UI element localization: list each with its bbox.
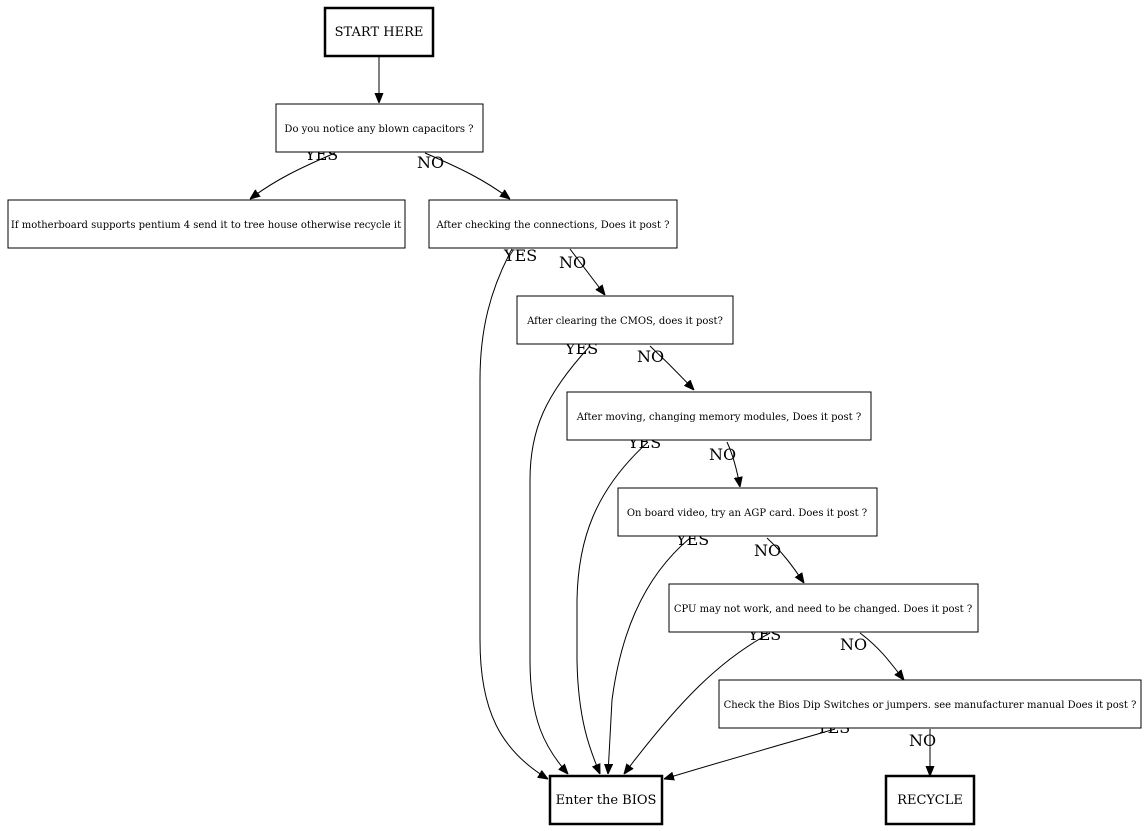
edge-label: NO: [909, 731, 936, 750]
edge-label: NO: [637, 347, 664, 366]
edge-label: YES: [503, 246, 537, 265]
node-pentium-label: If motherboard supports pentium 4 send i…: [11, 220, 401, 231]
edge-capacitors-no-connections: [424, 152, 510, 199]
node-connections-question: After checking the connections, Does it …: [428, 199, 678, 249]
node-cpu-question: CPU may not work, and need to be changed…: [668, 583, 979, 633]
edge-cmos-no-memory: [649, 345, 694, 390]
node-bios-switch-question: Check the Bios Dip Switches or jumpers. …: [718, 679, 1142, 729]
edge-capacitors-yes-pentium: [250, 152, 336, 199]
node-enter-bios: Enter the BIOS: [548, 774, 664, 826]
edge-connections-no-cmos: [569, 248, 605, 295]
node-capacitors-question: Do you notice any blown capacitors ?: [275, 103, 484, 153]
edge-cpu-no-bios-switch: [859, 632, 904, 680]
edge-video-no-cpu: [766, 537, 804, 583]
edge-video-yes-bios: [608, 537, 691, 774]
node-enter-bios-label: Enter the BIOS: [556, 793, 657, 808]
edge-bios-switch-yes-bios: [664, 728, 836, 779]
edge-label: NO: [559, 253, 586, 272]
node-start: START HERE: [323, 6, 435, 58]
node-recycle-label: RECYCLE: [897, 793, 963, 808]
node-cmos-question: After clearing the CMOS, does it post?: [516, 295, 734, 345]
edge-label: NO: [840, 635, 867, 654]
node-pentium: If motherboard supports pentium 4 send i…: [7, 199, 406, 249]
node-video-label: On board video, try an AGP card. Does it…: [627, 508, 867, 519]
node-recycle: RECYCLE: [884, 774, 976, 826]
node-connections-label: After checking the connections, Does it …: [436, 220, 670, 231]
node-cmos-label: After clearing the CMOS, does it post?: [526, 316, 723, 327]
node-memory-question: After moving, changing memory modules, D…: [566, 391, 872, 441]
node-memory-label: After moving, changing memory modules, D…: [576, 412, 862, 423]
edge-label: NO: [709, 445, 736, 464]
node-bios-switch-label: Check the Bios Dip Switches or jumpers. …: [724, 700, 1137, 711]
node-start-label: START HERE: [335, 25, 424, 40]
edge-memory-yes-bios: [576, 441, 649, 774]
edge-cmos-yes-bios: [529, 345, 591, 774]
edge-connections-yes-bios: [479, 248, 548, 779]
edge-memory-no-video: [726, 441, 740, 487]
node-capacitors-label: Do you notice any blown capacitors ?: [284, 124, 473, 135]
edge-label: NO: [754, 541, 781, 560]
edge-cpu-yes-bios: [624, 632, 771, 774]
edge-label: NO: [417, 153, 444, 172]
edges: [250, 57, 930, 779]
nodes: START HERE Do you notice any blown capac…: [7, 6, 1142, 826]
node-cpu-label: CPU may not work, and need to be changed…: [674, 604, 972, 615]
node-video-question: On board video, try an AGP card. Does it…: [617, 487, 878, 537]
